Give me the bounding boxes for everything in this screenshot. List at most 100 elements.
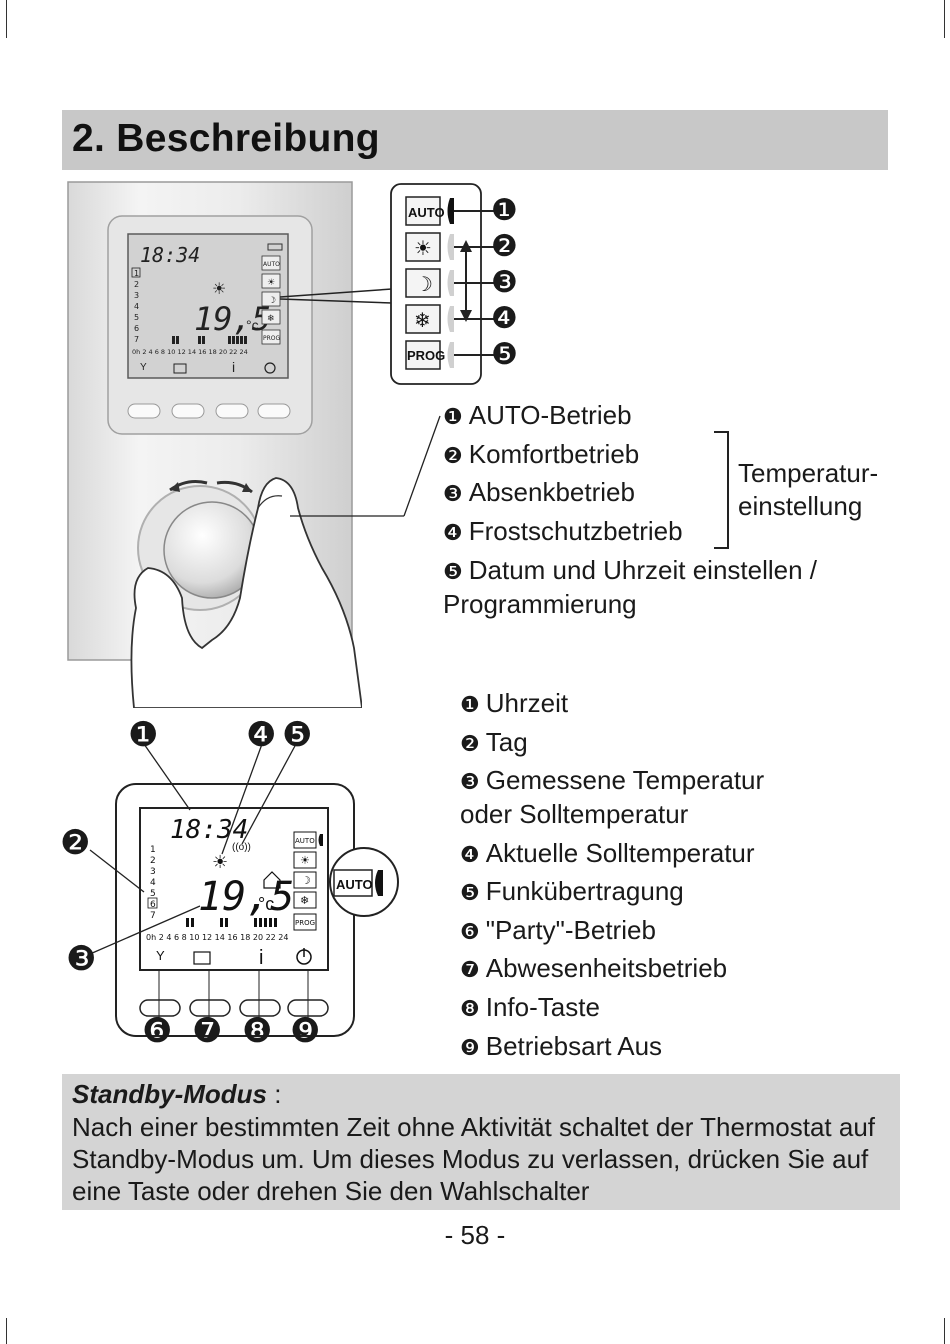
callout-5: ❺	[491, 338, 518, 371]
svg-text:°c: °c	[246, 317, 259, 333]
svg-text:19,5: 19,5	[194, 300, 271, 338]
standby-text: Nach einer bestimmten Zeit ohne Aktivitä…	[72, 1112, 876, 1206]
lcd-callout-2: ❷	[60, 824, 91, 862]
svg-text:3: 3	[134, 291, 139, 300]
lcd-callout-4: ❹	[246, 716, 277, 754]
frost-button[interactable]	[405, 304, 441, 334]
svg-text:7: 7	[150, 911, 156, 921]
thermostat-illustration: 18:34 ☀ 19,5 °c 1 2 3 4 5 6 7 0h 2 4 6 8 10 1…	[67, 181, 362, 708]
absence-button[interactable]	[189, 999, 231, 1017]
crop-mark	[6, 1318, 7, 1344]
svg-text:1: 1	[150, 845, 156, 855]
crop-mark	[6, 0, 7, 38]
svg-text:2: 2	[134, 280, 139, 289]
lcd-callout-8: ❽	[242, 1012, 273, 1050]
svg-text:PROG: PROG	[407, 348, 445, 363]
svg-text:☀: ☀	[267, 278, 275, 288]
legend-item-3-cont: oder Solltemperatur	[460, 799, 689, 829]
svg-text:☀: ☀	[300, 854, 310, 867]
party-icon: Y	[156, 948, 165, 963]
svg-text:❄: ❄	[267, 314, 275, 324]
svg-text:PROG: PROG	[295, 919, 315, 927]
lcd-callout-9: ❾	[290, 1012, 321, 1050]
standby-title: Standby-Modus :	[72, 1079, 282, 1109]
svg-text:PROG: PROG	[263, 335, 281, 342]
lcd-time-small: 18:34	[140, 243, 200, 267]
suitcase-icon	[193, 951, 211, 965]
svg-text:0h 2 4 6 8 10 12 14 16 18 20 2: 0h 2 4 6 8 10 12 14 16 18 20 22 24	[132, 348, 248, 356]
sun-icon: ☀	[414, 238, 432, 260]
comfort-button[interactable]	[405, 232, 441, 262]
page-title: 2. Beschreibung	[72, 117, 380, 160]
connector-line	[280, 288, 393, 304]
bracket-label-2: einstellung	[738, 491, 863, 521]
svg-text:4: 4	[134, 302, 139, 311]
standby-box	[62, 1074, 900, 1210]
svg-text:1: 1	[134, 269, 139, 278]
eco-button[interactable]	[405, 268, 441, 298]
crop-mark	[944, 0, 945, 38]
lcd-callout-5: ❺	[282, 716, 313, 754]
svg-text:4: 4	[150, 878, 156, 888]
info-button[interactable]	[239, 999, 281, 1017]
lcd-diagram: 18:34 ((o)) ☀ 19,5 °c 123 45 6 7 0h 2 4 …	[89, 743, 399, 1037]
lcd-temperature: 19,5	[198, 874, 294, 920]
legend-item-6: ❻"Party"-Betrieb	[460, 915, 656, 945]
callout-4: ❹	[491, 302, 518, 335]
crop-mark	[944, 1318, 945, 1344]
lcd-time: 18:34	[170, 815, 248, 845]
svg-text:6: 6	[150, 900, 156, 910]
callout-1: ❶	[491, 194, 518, 227]
lcd-callout-1: ❶	[128, 716, 159, 754]
svg-text:5: 5	[134, 313, 139, 322]
lcd-callout-7: ❼	[192, 1012, 223, 1050]
svg-text:Y: Y	[140, 362, 147, 373]
auto-button[interactable]	[405, 196, 441, 226]
mode-panel: AUTO ☀ ☽ ❄ PROG	[390, 183, 494, 385]
svg-text:6: 6	[134, 324, 139, 333]
svg-text:AUTO: AUTO	[295, 837, 315, 845]
svg-text:3: 3	[150, 867, 156, 877]
svg-text:☀: ☀	[212, 281, 226, 298]
mode-item-5-cont: Programmierung	[443, 589, 637, 619]
svg-text:i: i	[232, 359, 235, 375]
bracket-label-1: Temperatur-	[738, 458, 879, 488]
svg-text:7: 7	[134, 335, 139, 344]
svg-text:0h 2 4 6 8 10 12 14 16 18 20 2: 0h 2 4 6 8 10 12 14 16 18 20 22 24	[146, 933, 288, 942]
snowflake-icon: ❄	[414, 310, 431, 332]
moon-icon: ☽	[415, 274, 433, 296]
header-bar	[62, 110, 888, 170]
knob-leader-line	[290, 415, 441, 517]
svg-text:2: 2	[150, 856, 156, 866]
page-number: - 58 -	[444, 1220, 506, 1250]
svg-text:☽: ☽	[268, 296, 276, 306]
radio-icon: ((o))	[232, 842, 251, 853]
svg-text:AUTO: AUTO	[408, 205, 445, 220]
party-button[interactable]	[139, 999, 181, 1017]
prog-button[interactable]	[405, 340, 441, 370]
lcd-unit: °c	[258, 894, 274, 914]
svg-text:AUTO: AUTO	[263, 261, 280, 268]
callout-3: ❸	[491, 266, 518, 299]
temperature-bracket	[714, 431, 729, 549]
info-icon: i	[259, 947, 263, 969]
svg-text:☽: ☽	[301, 874, 311, 887]
svg-text:5: 5	[150, 889, 156, 899]
svg-text:❄: ❄	[300, 894, 309, 907]
lcd-callout-3: ❸	[66, 940, 97, 978]
sun-icon: ☀	[212, 852, 228, 872]
callout-2: ❷	[491, 230, 518, 263]
